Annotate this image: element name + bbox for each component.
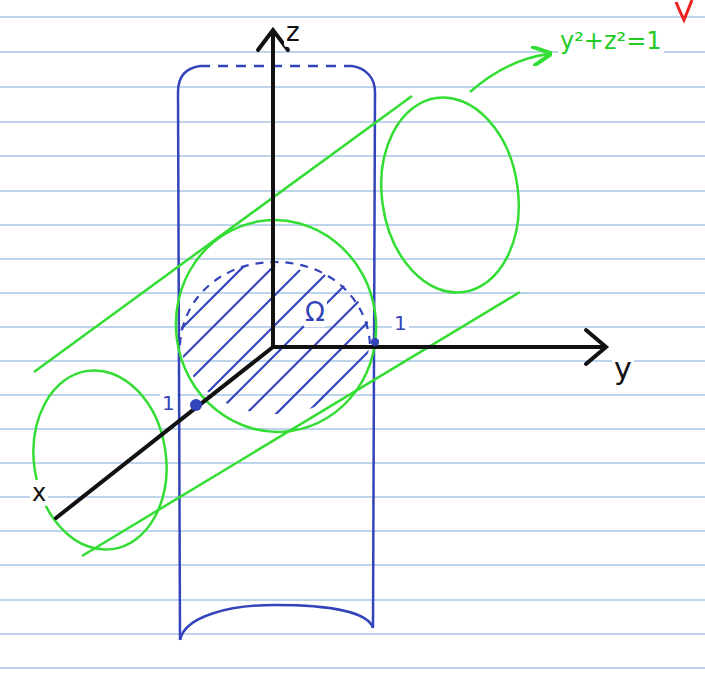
region-label: Ω xyxy=(303,298,327,327)
paper-ruling xyxy=(0,17,705,668)
axis-label: z xyxy=(284,18,302,47)
vertical-cylinder xyxy=(178,66,375,640)
red-mark xyxy=(676,0,692,20)
axis-label: y xyxy=(612,352,634,385)
horizontal-cylinder xyxy=(22,54,548,558)
equation-label: y²+z²=1 xyxy=(558,28,664,54)
point-marker xyxy=(371,338,379,346)
unit-label: 1 xyxy=(392,312,409,334)
axis-label: x xyxy=(30,480,48,506)
point-marker xyxy=(190,399,202,411)
coordinate-axes xyxy=(56,30,606,518)
unit-label: 1 xyxy=(160,392,177,414)
